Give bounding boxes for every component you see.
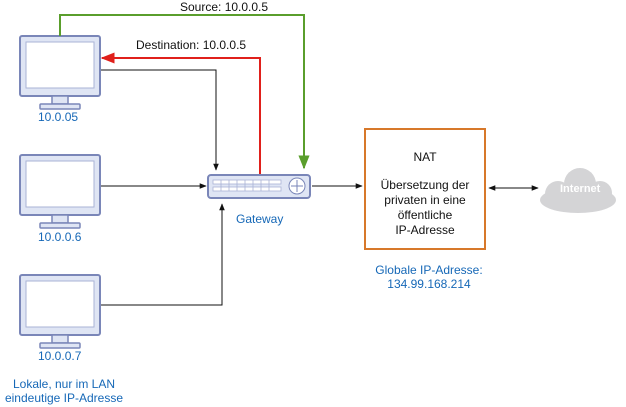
computer-3-icon [19,274,101,349]
gateway-switch-icon [207,174,311,199]
link-computer-1 [101,69,219,171]
internet-cloud-icon [540,168,616,213]
nat-box: NAT Übersetzung der privaten in eine öff… [364,128,486,250]
public-ip-value: 134.99.168.214 [387,277,471,291]
gateway-label: Gateway [236,212,284,226]
computer-2-icon [19,154,101,229]
source-arrow [59,14,310,170]
computer-2-ip: 10.0.0.6 [38,230,82,244]
public-ip-title: Globale IP-Adresse: [375,263,483,277]
computer-1-ip: 10.0.05 [38,110,79,124]
computer-3-ip: 10.0.0.7 [38,349,82,363]
local-note-line-2: eindeutige IP-Adresse [4,391,124,405]
destination-label: Destination: 10.0.0.5 [136,38,247,52]
destination-arrow [100,52,261,175]
link-computer-3 [101,203,225,306]
source-label: Source: 10.0.0.5 [180,0,269,14]
local-note-line-1: Lokale, nur im LAN [12,377,116,391]
nat-title: NAT [413,150,437,164]
computer-1-icon [19,35,101,110]
internet-label: Internet [560,183,601,195]
nat-description: Übersetzung der privaten in eine öffentl… [380,178,470,237]
